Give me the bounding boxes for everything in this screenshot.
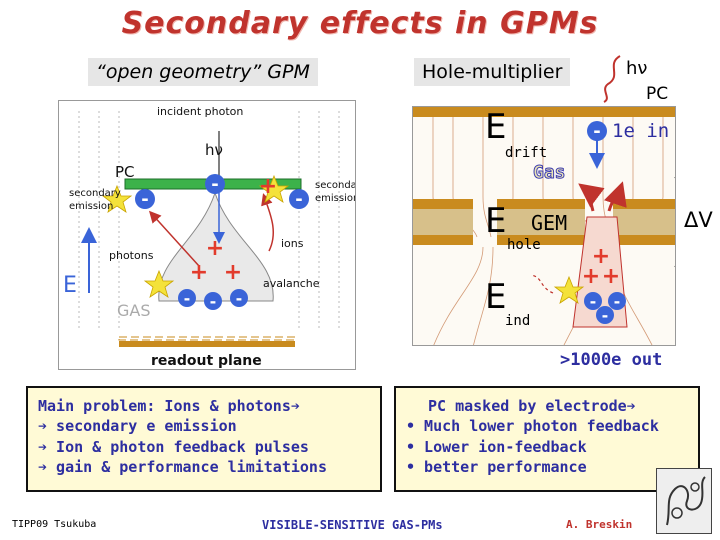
photon-stars <box>101 174 290 298</box>
main-problem-line-1: Main problem: Ions & photons➔ <box>38 397 300 415</box>
photon-feedback-arrow <box>603 181 627 212</box>
open-geometry-diagram: - - - + + + + - - - incident photon hν P… <box>58 100 356 370</box>
svg-text:-: - <box>141 189 148 210</box>
pc-masked-line-3: • Lower ion-feedback <box>406 437 587 456</box>
gas-label: Gas <box>533 162 567 184</box>
svg-text:-: - <box>295 189 302 210</box>
ion-back-arrow-left <box>148 210 200 267</box>
logo-emblem-icon <box>666 476 706 526</box>
field-e-text: E <box>63 273 77 298</box>
svg-text:-: - <box>236 289 243 308</box>
pc-label: PC <box>646 84 669 104</box>
hole-multiplier-label: Hole-multiplier <box>414 58 571 86</box>
footer-author: A. Breskin <box>566 518 633 531</box>
ion-feedback-arrow <box>578 183 605 212</box>
gas-text: GAS <box>117 301 151 320</box>
field-lines <box>78 111 340 331</box>
svg-text:+: + <box>582 264 600 289</box>
secondary-emission-right-line1: secondary <box>315 180 355 191</box>
footer-conference: TIPP09 Tsukuba <box>12 519 97 530</box>
svg-text:+: + <box>206 236 224 261</box>
main-problem-box: Main problem: Ions & photons➔ ➔ secondar… <box>26 386 382 492</box>
top-electrode <box>413 107 675 117</box>
charges-layer: - - - + + + + - - - <box>135 174 309 311</box>
pc-masked-line-4: • better performance <box>406 457 587 476</box>
photon-wave-icon <box>603 55 621 103</box>
open-geometry-label: “open geometry” GPM <box>88 58 318 86</box>
delta-v-bracket <box>674 177 675 267</box>
ind-subscript: ind <box>505 313 531 329</box>
ions-text: ions <box>281 237 304 250</box>
svg-text:+: + <box>190 260 208 285</box>
avalanche-text: avalanche <box>263 277 320 290</box>
left-hv-text: hν <box>205 141 223 159</box>
secondary-emission-right-line2: emission <box>315 193 356 204</box>
hole-subscript: hole <box>507 237 541 253</box>
hole-multiplier-drawing: - + + + - - - <box>413 107 675 345</box>
institute-logo <box>656 468 712 534</box>
main-problem-line-2: ➔ secondary e emission <box>38 417 237 436</box>
svg-text:+: + <box>259 174 277 199</box>
secondary-emission-left-line2: emission <box>69 201 114 212</box>
readout-plane-text: readout plane <box>151 353 262 369</box>
photons-text: photons <box>109 249 154 262</box>
drift-subscript: drift <box>505 145 548 161</box>
main-problem-line-3: ➔ Ion & photon feedback pulses <box>38 437 309 456</box>
e-drift-symbol: E <box>485 107 507 147</box>
gem-label: GEM <box>531 211 568 235</box>
pc-masked-box: PC masked by electrode➔ • Much lower pho… <box>394 386 700 492</box>
e-ind-symbol: E <box>485 277 507 317</box>
svg-text:+: + <box>602 264 620 289</box>
one-e-in-label: 1e in <box>612 120 670 142</box>
hv-label: hν <box>626 58 648 79</box>
main-problem-line-4: ➔ gain & performance limitations <box>38 457 327 476</box>
svg-text:-: - <box>210 292 217 311</box>
pc-masked-line-1: PC masked by electrode➔ <box>428 397 636 415</box>
left-pc-text: PC <box>115 163 135 181</box>
slide-title: Secondary effects in GPMs <box>121 6 599 41</box>
secondary-emission-right: secondary emission <box>315 179 356 205</box>
secondary-emission-left: secondary emission <box>69 187 121 213</box>
photon-path <box>530 274 554 294</box>
svg-text:-: - <box>211 174 218 195</box>
e-hole-symbol: E <box>485 201 507 241</box>
hole-photon-star <box>553 275 585 304</box>
svg-text:-: - <box>590 292 597 311</box>
svg-text:+: + <box>592 244 610 269</box>
hole-multiplier-diagram: - + + + - - - E drift E hole GEM E ind <box>412 106 676 346</box>
delta-v-label: ΔV <box>684 208 713 232</box>
hole-charges: - + + + - - - <box>582 121 626 325</box>
svg-text:-: - <box>184 289 191 308</box>
readout-pads <box>118 336 296 341</box>
pc-masked-line-2: • Much lower photon feedback <box>406 417 659 436</box>
footer-topic: VISIBLE-SENSITIVE GAS-PMs <box>262 518 443 532</box>
incident-photon-text: incident photon <box>157 105 244 118</box>
svg-text:+: + <box>224 260 242 285</box>
secondary-emission-left-line1: secondary <box>69 188 121 199</box>
electrons-out-label: >1000e out <box>560 350 663 370</box>
svg-text:-: - <box>593 121 600 142</box>
readout-strip <box>119 341 295 347</box>
svg-text:-: - <box>602 306 609 325</box>
svg-text:-: - <box>614 292 621 311</box>
